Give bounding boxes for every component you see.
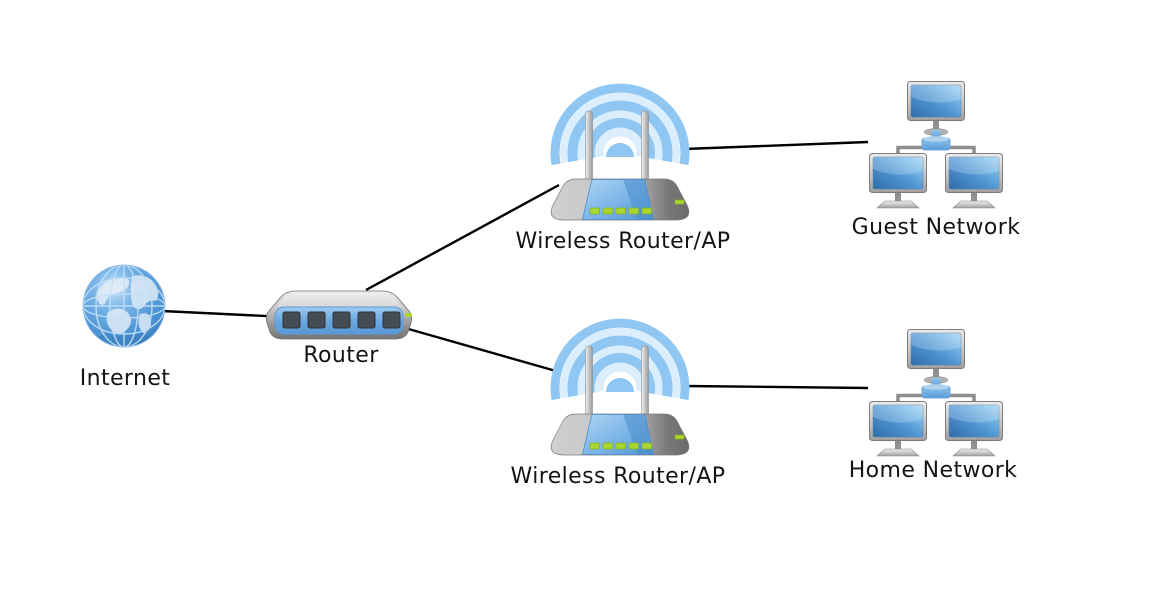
- guest-network-computers-icon: [866, 80, 1006, 212]
- router-label: Router: [303, 343, 379, 368]
- wireless-ap-top-label: Wireless Router/AP: [515, 229, 731, 254]
- internet-label: Internet: [79, 366, 171, 391]
- wireless-ap-bottom-label: Wireless Router/AP: [510, 464, 726, 489]
- home-network-computers-icon: [866, 328, 1006, 460]
- edge-ap-top-guest-network: [683, 140, 869, 151]
- internet-globe-icon: [80, 262, 168, 354]
- edge-router-ap-bottom: [404, 326, 557, 373]
- wireless-router-ap-icon: [545, 73, 695, 225]
- router-icon: [265, 290, 413, 340]
- edge-router-ap-top: [365, 183, 560, 292]
- guest-network-label: Guest Network: [851, 215, 1021, 240]
- home-network-label: Home Network: [848, 458, 1018, 483]
- wireless-router-ap-icon: [545, 308, 695, 460]
- edge-ap-bottom-home-network: [683, 384, 869, 390]
- edge-internet-router: [161, 309, 287, 319]
